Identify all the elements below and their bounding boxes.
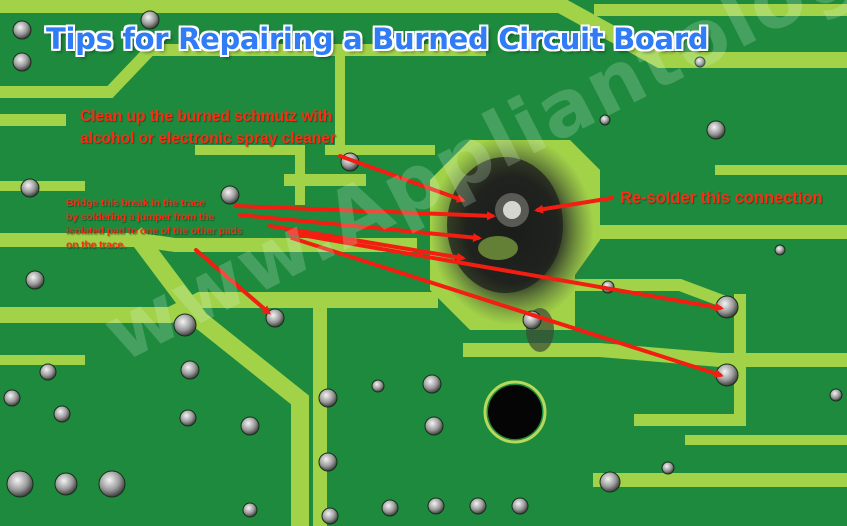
arrow-bridge-4 xyxy=(288,231,724,312)
annotation-bridge: Bridge this break in the trace by solder… xyxy=(66,196,243,252)
page-title: Tips for Repairing a Burned Circuit Boar… xyxy=(46,22,709,56)
annotation-bridge-line-2: by soldering a jumper from the xyxy=(66,211,215,223)
annotation-clean-line-1: Clean up the burned schmutz with xyxy=(80,108,333,125)
annotation-arrows xyxy=(194,154,724,378)
annotation-bridge-line-4: on the trace. xyxy=(66,239,126,251)
arrow-bridge-3 xyxy=(268,224,466,262)
annotation-resolder: Re-solder this connection xyxy=(620,189,823,207)
arrow-clean-to-burn xyxy=(338,154,466,203)
mounting-hole xyxy=(488,385,542,439)
annotation-clean: Clean up the burned schmutz with alcohol… xyxy=(80,106,336,150)
arrow-bridge-5 xyxy=(290,236,724,378)
arrow-bridge-2 xyxy=(238,213,482,242)
annotation-bridge-line-3: isolated pad to one of the other pads xyxy=(66,225,243,237)
annotation-clean-line-2: alcohol or electronic spray cleaner xyxy=(80,130,336,147)
annotation-bridge-line-1: Bridge this break in the trace xyxy=(66,197,205,209)
arrow-bridge-1 xyxy=(234,204,496,221)
arrow-bridge-6 xyxy=(194,248,272,315)
arrow-resolder xyxy=(534,196,614,214)
